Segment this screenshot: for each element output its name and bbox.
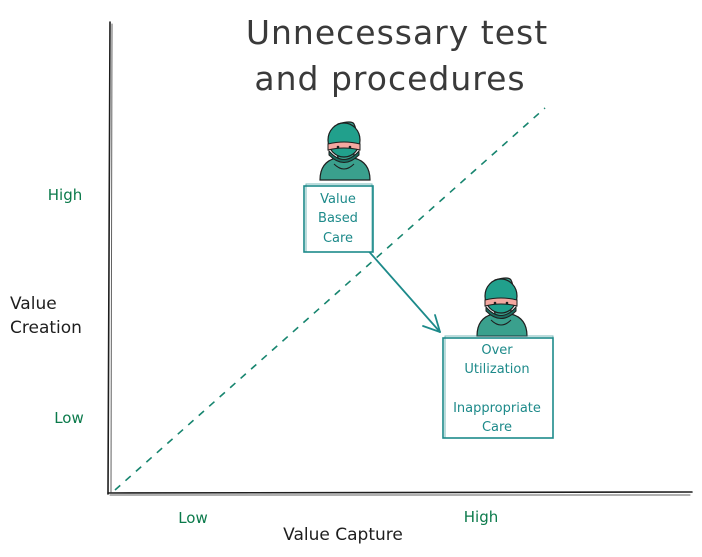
- y-axis-label-line-1: Value: [10, 294, 57, 314]
- diagram-title-line-1: Unnecessary test: [246, 13, 548, 52]
- y-tick-high: High: [48, 186, 82, 204]
- y-axis-label-line-2: Creation: [10, 318, 82, 338]
- over-utilization-line-2: Utilization: [464, 362, 529, 377]
- over-utilization-line-3: Inappropriate: [453, 401, 541, 416]
- value-based-care-line-3: Care: [323, 231, 353, 246]
- diagram-title-line-2: and procedures: [254, 59, 525, 98]
- x-tick-high: High: [464, 508, 498, 526]
- x-axis-label: Value Capture: [283, 525, 403, 545]
- value-based-care-line-1: Value: [320, 192, 356, 207]
- over-utilization-line-4: Care: [482, 420, 512, 435]
- value-based-care-line-2: Based: [318, 211, 358, 226]
- diagonal-dashed-line: [114, 107, 546, 491]
- over-utilization-box: Over Utilization Inappropriate Care: [442, 335, 554, 439]
- surgeon-icon: [319, 121, 371, 181]
- over-utilization-line-1: Over: [481, 343, 513, 358]
- y-axis: [107, 21, 113, 495]
- y-tick-low: Low: [54, 409, 84, 427]
- x-axis: [107, 491, 693, 496]
- arrow-icon: [364, 246, 441, 333]
- surgeon-icon: [476, 277, 528, 337]
- value-based-care-box: Value Based Care: [303, 183, 374, 253]
- x-tick-low: Low: [178, 509, 208, 527]
